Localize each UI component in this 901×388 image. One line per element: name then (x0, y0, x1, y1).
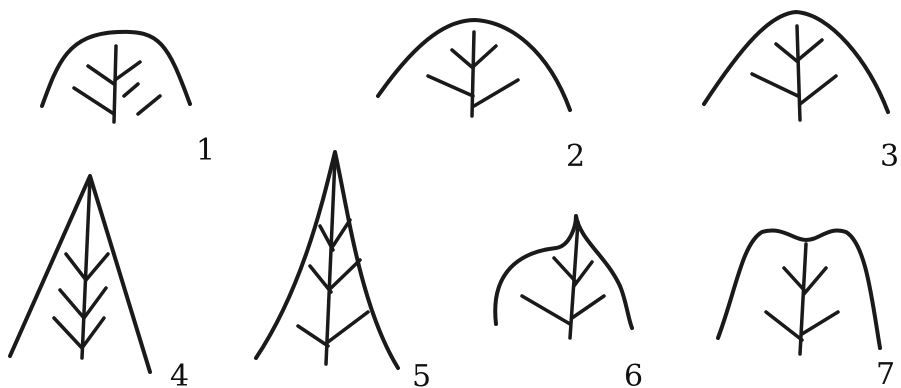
leaf-midrib-4 (82, 178, 90, 358)
leaf-veins-4 (54, 254, 108, 348)
leaf-outline-6 (495, 216, 632, 328)
leaf-apex-2: 2 (378, 20, 585, 174)
leaf-veins-6 (522, 258, 604, 324)
leaf-outline-7 (718, 231, 880, 348)
figure-label-1: 1 (196, 133, 215, 168)
figure-label-3: 3 (880, 139, 899, 174)
leaf-apex-5: 5 (256, 152, 431, 388)
figure-label-5: 5 (412, 359, 431, 388)
leaf-midrib-3 (797, 26, 800, 120)
leaf-apex-4: 4 (10, 176, 189, 388)
figure-label-4: 4 (170, 359, 189, 388)
leaf-apex-6: 6 (495, 216, 643, 388)
leaf-apex-7: 7 (718, 231, 895, 388)
figure-label-6: 6 (624, 359, 643, 388)
leaf-apex-1: 1 (42, 32, 215, 168)
figure-label-2: 2 (566, 139, 585, 174)
figure-label-7: 7 (876, 357, 895, 388)
leaf-veins-3 (752, 40, 836, 104)
leaf-midrib-2 (472, 32, 474, 116)
leaf-apex-3: 3 (704, 12, 899, 174)
